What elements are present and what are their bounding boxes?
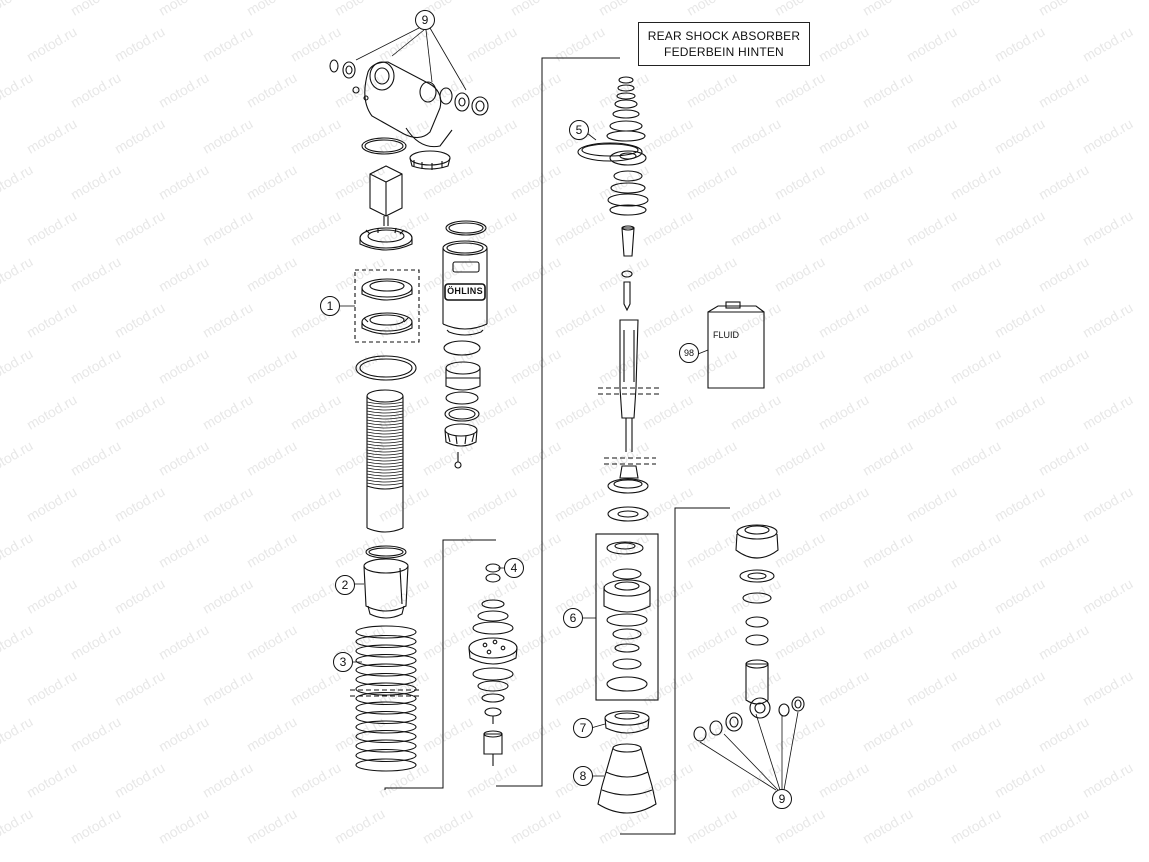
spring-coil xyxy=(355,653,417,668)
adjuster-block xyxy=(369,165,403,226)
callout-6: 6 xyxy=(563,608,583,628)
spring-coil xyxy=(355,625,417,639)
callout-4: 4 xyxy=(504,558,524,578)
spring-coil xyxy=(355,701,417,715)
preload-nut-group xyxy=(354,269,420,343)
spring-coil xyxy=(355,663,417,677)
spring-coil xyxy=(355,720,417,734)
spring-coil xyxy=(355,710,417,725)
title-line-1: REAR SHOCK ABSORBER xyxy=(647,29,801,43)
connector-lines xyxy=(384,57,730,835)
lock-nut-top xyxy=(359,227,413,251)
o-ring-top xyxy=(361,137,407,155)
spring-coil xyxy=(355,739,417,753)
fluid-bottle xyxy=(707,301,765,389)
title-line-2: FEDERBEIN HINTEN xyxy=(664,45,784,59)
callout-9-top: 9 xyxy=(415,10,435,30)
bump-stop-cap xyxy=(604,710,650,734)
valve-stack xyxy=(468,563,518,766)
callout-98: 98 xyxy=(679,343,699,363)
top-eye-assembly xyxy=(329,59,489,170)
bump-rubber xyxy=(597,743,657,814)
spring-coil xyxy=(355,758,417,772)
reservoir-o-ring xyxy=(445,220,487,236)
spring-coil xyxy=(355,748,417,763)
piston-rod-mid-stack xyxy=(607,170,649,216)
spring-coil xyxy=(355,729,417,744)
reservoir-ring-a xyxy=(445,391,479,405)
o-ring-top-inner xyxy=(364,139,404,153)
spring-seat-ring xyxy=(355,355,417,381)
brand-label: ÖHLINS xyxy=(447,286,483,296)
callout-8: 8 xyxy=(573,766,593,786)
spring-coil xyxy=(355,672,417,687)
piston-rod-upper-stack xyxy=(606,76,646,142)
lower-eye-assembly xyxy=(693,524,805,742)
spring-coil xyxy=(355,682,417,696)
callout-1: 1 xyxy=(320,296,340,316)
needle-and-pin xyxy=(621,225,635,312)
callout-7: 7 xyxy=(573,718,593,738)
coil-spring xyxy=(355,625,417,772)
spring-retainer-5 xyxy=(577,142,647,166)
callout-3: 3 xyxy=(333,652,353,672)
spring-guide xyxy=(363,545,409,619)
callout-9-bottom: 9 xyxy=(772,789,792,809)
bleed-screw xyxy=(454,452,462,469)
rod-end-washers xyxy=(607,478,649,522)
spring-break-marks xyxy=(350,689,422,697)
diagram-title-box: REAR SHOCK ABSORBER FEDERBEIN HINTEN xyxy=(638,22,810,66)
reservoir-end-cap xyxy=(444,423,478,447)
callout-2: 2 xyxy=(335,575,355,595)
spring-coil xyxy=(355,634,417,649)
fluid-label: FLUID xyxy=(713,330,740,340)
callout-5: 5 xyxy=(569,120,589,140)
piston-rod xyxy=(598,319,660,479)
spring-coil xyxy=(355,691,417,706)
shock-body xyxy=(366,389,404,533)
reservoir-ring-b xyxy=(444,406,480,422)
spring-coil xyxy=(355,644,417,658)
reservoir-canister xyxy=(442,240,488,336)
reservoir-circlip xyxy=(443,340,481,356)
reservoir-piston xyxy=(445,361,481,391)
seal-head-group xyxy=(595,533,659,701)
